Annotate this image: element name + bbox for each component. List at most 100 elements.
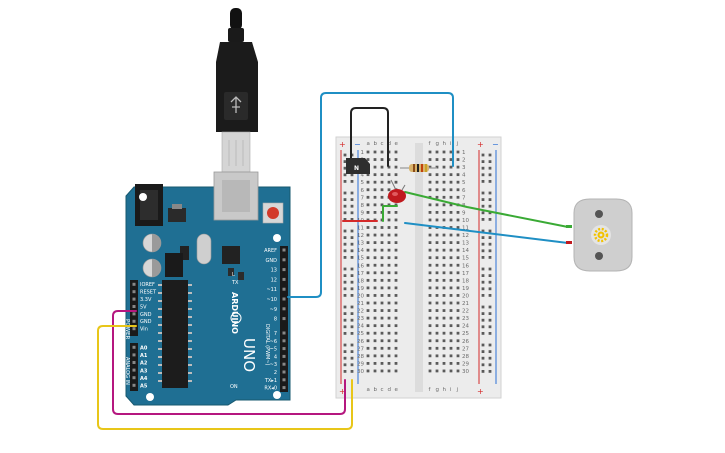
rail-hole[interactable] (488, 218, 492, 221)
rail-hole[interactable] (481, 198, 485, 201)
rail-hole[interactable] (350, 305, 354, 309)
rail-hole[interactable] (343, 191, 347, 195)
rail-hole[interactable] (488, 153, 492, 157)
rail-hole[interactable] (481, 256, 485, 259)
bb-hole[interactable] (435, 263, 439, 267)
bb-hole[interactable] (366, 278, 370, 282)
bb-hole[interactable] (366, 271, 370, 275)
digital-pin-hole[interactable] (282, 258, 286, 262)
bb-hole[interactable] (366, 294, 370, 297)
bb-hole[interactable] (428, 203, 432, 207)
bb-hole[interactable] (373, 362, 377, 365)
bb-hole[interactable] (449, 369, 453, 373)
rail-hole[interactable] (343, 198, 347, 201)
bb-hole[interactable] (428, 346, 432, 350)
wire-gnd-yellow[interactable] (97, 325, 353, 430)
rail-hole[interactable] (350, 356, 354, 360)
bb-hole[interactable] (387, 316, 391, 320)
bb-hole[interactable] (380, 301, 384, 305)
bb-hole[interactable] (380, 203, 384, 207)
rail-hole[interactable] (488, 229, 492, 233)
bb-hole[interactable] (435, 324, 439, 328)
bb-hole[interactable] (373, 316, 377, 320)
bb-hole[interactable] (449, 294, 453, 297)
bb-hole[interactable] (394, 362, 398, 365)
bb-hole[interactable] (428, 331, 432, 335)
bb-hole[interactable] (435, 271, 439, 275)
bb-hole[interactable] (380, 346, 384, 350)
bb-hole[interactable] (394, 354, 398, 358)
bb-hole[interactable] (456, 286, 460, 290)
bb-hole[interactable] (449, 173, 453, 177)
bb-hole[interactable] (366, 354, 370, 358)
rail-hole[interactable] (488, 305, 492, 309)
bb-hole[interactable] (380, 256, 384, 260)
rail-hole[interactable] (481, 274, 485, 277)
rail-hole[interactable] (488, 191, 492, 195)
rail-hole[interactable] (481, 211, 485, 215)
bb-hole[interactable] (380, 188, 384, 192)
bb-hole[interactable] (366, 218, 370, 222)
bb-hole[interactable] (373, 271, 377, 275)
bb-hole[interactable] (366, 180, 370, 184)
bb-hole[interactable] (428, 241, 432, 244)
bb-hole[interactable] (380, 324, 384, 328)
bb-hole[interactable] (394, 150, 398, 154)
analog-pin-hole[interactable] (132, 345, 136, 349)
bb-hole[interactable] (435, 278, 439, 282)
bb-hole[interactable] (394, 324, 398, 328)
bb-hole[interactable] (442, 263, 446, 267)
bb-hole[interactable] (380, 195, 384, 199)
rail-hole[interactable] (488, 312, 492, 315)
bb-hole[interactable] (449, 339, 453, 343)
rail-hole[interactable] (481, 350, 485, 353)
bb-hole[interactable] (435, 203, 439, 207)
bb-hole[interactable] (380, 173, 384, 177)
power-pin-hole[interactable] (132, 297, 136, 301)
bb-hole[interactable] (456, 180, 460, 184)
rail-hole[interactable] (343, 236, 347, 239)
rail-hole[interactable] (481, 249, 485, 253)
bb-hole[interactable] (387, 226, 391, 229)
rail-hole[interactable] (488, 332, 492, 335)
rail-hole[interactable] (488, 256, 492, 259)
bb-hole[interactable] (449, 324, 453, 328)
bb-hole[interactable] (428, 248, 432, 252)
rail-hole[interactable] (488, 236, 492, 239)
bb-hole[interactable] (449, 263, 453, 267)
rail-hole[interactable] (350, 287, 354, 291)
bb-hole[interactable] (394, 369, 398, 373)
power-pin-hole[interactable] (132, 282, 136, 286)
bb-hole[interactable] (428, 180, 432, 184)
bb-hole[interactable] (435, 165, 439, 169)
bb-hole[interactable] (449, 188, 453, 192)
bb-hole[interactable] (366, 286, 370, 290)
rail-hole[interactable] (343, 204, 347, 208)
bb-hole[interactable] (366, 346, 370, 350)
bb-hole[interactable] (435, 211, 439, 214)
bb-hole[interactable] (394, 294, 398, 297)
bb-hole[interactable] (394, 316, 398, 320)
bb-hole[interactable] (366, 362, 370, 365)
bb-hole[interactable] (449, 256, 453, 260)
bb-hole[interactable] (456, 233, 460, 237)
rail-hole[interactable] (481, 191, 485, 195)
bb-hole[interactable] (387, 241, 391, 244)
rail-hole[interactable] (343, 160, 347, 163)
bb-hole[interactable] (373, 369, 377, 373)
bb-hole[interactable] (456, 263, 460, 267)
rail-hole[interactable] (350, 363, 354, 367)
bb-hole[interactable] (449, 233, 453, 237)
digital-pin-hole[interactable] (282, 268, 286, 272)
bb-hole[interactable] (380, 294, 384, 297)
rail-hole[interactable] (343, 173, 347, 177)
rail-hole[interactable] (481, 370, 485, 373)
bb-hole[interactable] (373, 211, 377, 214)
rail-hole[interactable] (488, 363, 492, 367)
bb-hole[interactable] (366, 233, 370, 237)
bb-hole[interactable] (442, 158, 446, 161)
bb-hole[interactable] (366, 150, 370, 154)
bb-hole[interactable] (373, 226, 377, 229)
bb-hole[interactable] (387, 286, 391, 290)
